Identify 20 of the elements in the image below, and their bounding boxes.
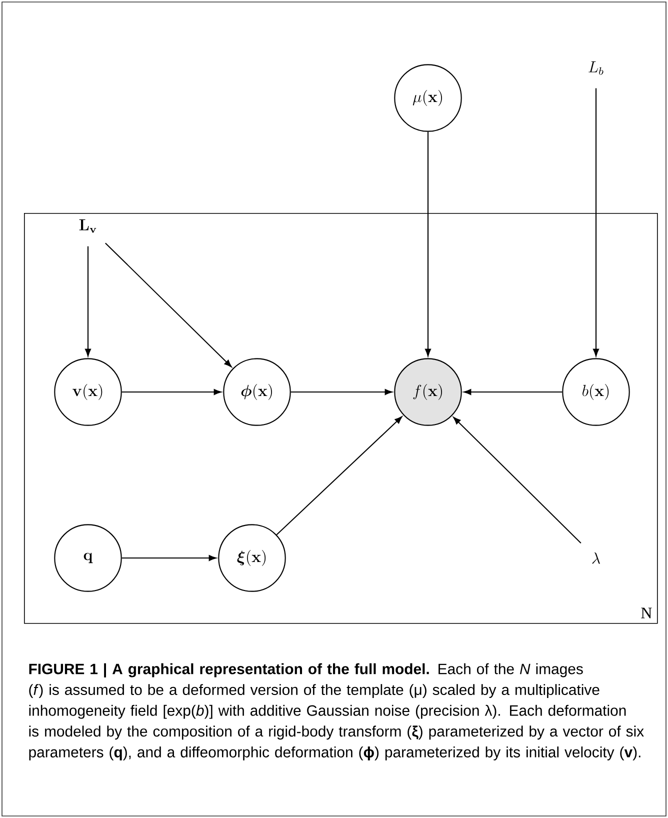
arrow [464,389,562,395]
diagram-title: FIGURE 1 | A graphical representation of the full model. [29,663,429,678]
caption: Each of the N images [438,663,583,678]
caption: (f) is assumed to be a deformed version of the template (μ) scaled by a multiplicative [29,684,600,698]
arrow [425,132,431,356]
arrow [85,246,91,356]
arrow [290,389,392,395]
figure-caption: FIGURE 1 | A graphical representation of the full model. Each of the N images (f) is assumed to be a deformed version of the template (μ) scaled by a multiplicative inhomogeneity field [exp(b)] with additive Gaussian noise (precision λ). Each deformation is modeled by the composition of a rigid-body transform (ξ) parameterized by a vector of six parameters (q), and a diffeomorphic deformation (ϕ) parameterized by its initial velocity (v). [29,663,644,760]
parameter-label: $\mathbf{L_v}$ [79,219,96,233]
parameter-label: $L_b$ [588,61,604,75]
arrow [276,416,402,536]
arrow [122,555,216,561]
caption: parameters (q), and a diffeomorphic deformation (ϕ) parameterized by its initial velocity (v). [29,746,640,760]
arrow [593,88,599,356]
caption: is modeled by the composition of a rigid-body transform (ξ) parameterized by a vector of six [29,726,644,740]
arrow [453,416,582,544]
parameter-label: $\lambda$ [592,552,600,564]
arrow [105,242,232,368]
caption: inhomogeneity field [exp(b)] with additive Gaussian noise (precision λ). Each deformation [29,704,626,719]
arrow [122,389,222,395]
